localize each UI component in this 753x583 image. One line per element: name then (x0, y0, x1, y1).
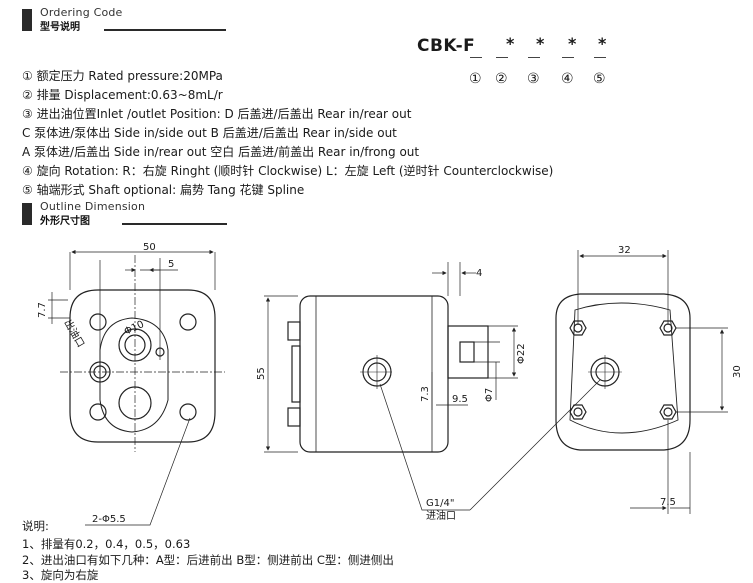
model-code: CBK-F (417, 36, 476, 56)
spec-displacement: ② 排量 Displacement:0.63~8mL/r (22, 88, 223, 102)
dim-32-label: 32 (618, 245, 631, 256)
note-item: 1、排量有0.2，0.4，0.5，0.63 (22, 537, 191, 551)
code-placeholder-star: * (536, 34, 545, 53)
dim-phi7-label: Φ7 (484, 388, 495, 402)
code-placeholder-star: * (506, 34, 515, 53)
side-view (264, 262, 518, 453)
dim-30-label: 30 (732, 365, 743, 378)
code-position-5: ⑤ (593, 71, 606, 87)
ordering-code-title-en: Ordering Code (40, 6, 123, 19)
dim-7-5-label: 7.5 (660, 497, 676, 508)
spec-rated-pressure: ① 额定压力 Rated pressure:20MPa (22, 69, 223, 83)
spec-port-option-a: A 泵体进/后盖出 Side in/rear out 空白 后盖进/前盖出 Re… (22, 145, 420, 159)
section-marker-icon (22, 203, 32, 225)
dim-7-7-label: 7.7 (37, 302, 48, 318)
dim-50-label: 50 (143, 242, 156, 253)
code-dash (594, 57, 606, 58)
code-position-2: ② (495, 71, 508, 87)
dim-9-5-label: 9.5 (452, 394, 468, 405)
section-underline (104, 29, 226, 31)
outlet-label: 出油口 (61, 317, 87, 349)
outline-title-en: Outline Dimension (40, 200, 146, 213)
ordering-code-header: Ordering Code 型号说明 (22, 6, 252, 33)
code-placeholder-star: * (568, 34, 577, 53)
outline-title-zh: 外形尺寸图 (40, 216, 90, 227)
dim-55-label: 55 (256, 367, 267, 380)
rear-view (379, 250, 728, 514)
spec-rotation: ④ 旋向 Rotation: R：右旋 Ringht (顺时针 Clockwis… (22, 164, 554, 178)
code-dash (528, 57, 540, 58)
notes-title: 说明: (22, 519, 49, 533)
dim-4-label: 4 (476, 268, 482, 279)
dim-7-3-label: 7.3 (420, 386, 431, 402)
note-item: 3、旋向为右旋 (22, 568, 99, 582)
code-dash (496, 57, 508, 58)
spec-port-position: ③ 进出油位置Inlet /outlet Position: D 后盖进/后盖出… (22, 107, 412, 121)
inlet-port-label: 进油口 (426, 509, 456, 522)
outline-dimension-header: Outline Dimension 外形尺寸图 (22, 200, 252, 227)
section-marker-icon (22, 9, 32, 31)
spec-shaft-option: ⑤ 轴端形式 Shaft optional: 扁势 Tang 花键 Spline (22, 183, 305, 197)
code-dash (470, 57, 482, 58)
dim-holes-label: 2-Φ5.5 (92, 514, 126, 525)
code-placeholder-star: * (598, 34, 607, 53)
dim-5-label: 5 (168, 259, 174, 270)
code-position-4: ④ (561, 71, 574, 87)
ordering-code-title-zh: 型号说明 (40, 22, 80, 33)
inlet-port-size-label: G1/4" (426, 498, 454, 509)
code-position-1: ① (469, 71, 482, 87)
code-position-3: ③ (527, 71, 540, 87)
section-underline (122, 223, 227, 225)
spec-port-option-c-b: C 泵体进/泵体出 Side in/side out B 后盖进/后盖出 Rea… (22, 126, 397, 140)
dim-phi22-label: Φ22 (516, 343, 527, 364)
front-view (48, 249, 225, 526)
note-item: 2、进出油口有如下几种：A型：后进前出 B型：侧进前出 C型：侧进侧出 (22, 553, 394, 567)
code-dash (562, 57, 574, 58)
